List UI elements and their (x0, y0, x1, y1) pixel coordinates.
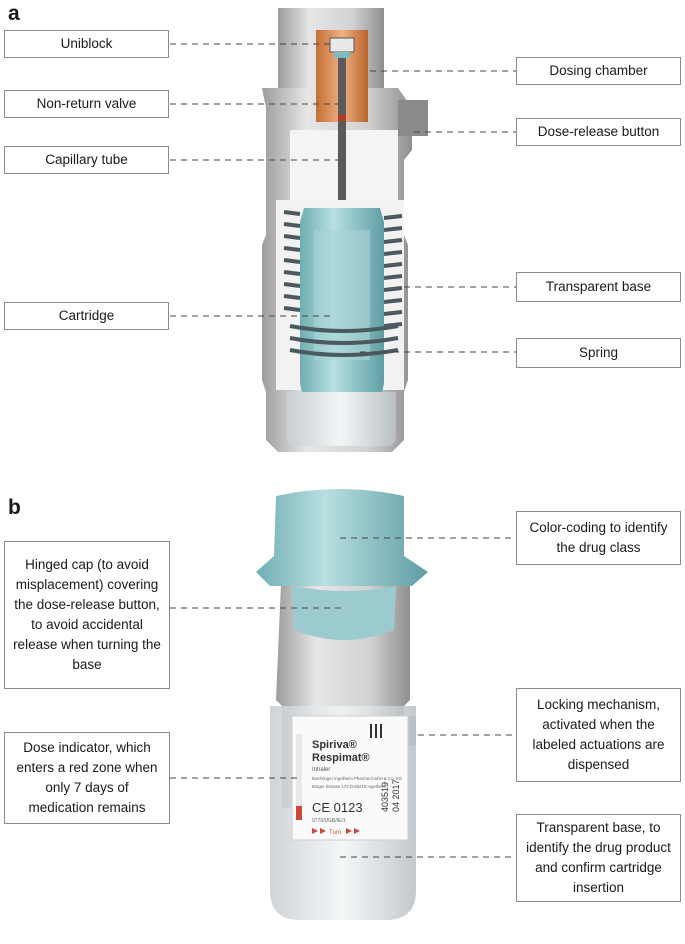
label-color-coding-text: Color-coding to identify the drug class (529, 520, 668, 555)
inhaler-cross-section (262, 8, 428, 452)
label-dosing-chamber: Dosing chamber (516, 57, 681, 85)
cap-lobe (292, 586, 396, 640)
uniblock-nozzle (334, 52, 350, 58)
turn-arrows (312, 828, 360, 834)
device-company: Boehringer Ingelheim Pharma GmbH & Co. K… (312, 776, 403, 781)
dose-release-button-shape (398, 100, 428, 136)
label-transparent-base-b-text: Transparent base, to identify the drug p… (526, 820, 671, 895)
label-transparent-base-b: Transparent base, to identify the drug p… (516, 814, 681, 902)
transparent-base-shape (286, 392, 396, 446)
label-cartridge-text: Cartridge (58, 308, 115, 323)
label-dose-release-button-text: Dose-release button (537, 124, 660, 139)
uniblock-shape (329, 37, 355, 53)
device-type: Inhaler (312, 767, 330, 773)
label-color-coding: Color-coding to identify the drug class (516, 511, 681, 565)
label-uniblock: Uniblock (4, 30, 169, 58)
panel-b-letter: b (8, 496, 21, 519)
label-dose-indicator-text: Dose indicator, which enters a red zone … (16, 740, 158, 815)
label-locking-mechanism-text: Locking mechanism, activated when the la… (532, 697, 665, 772)
label-dose-release-button: Dose-release button (516, 118, 681, 146)
product-label (291, 715, 409, 841)
label-spring: Spring (516, 338, 681, 368)
capillary-tube-shape (338, 58, 346, 320)
label-dosing-chamber-text: Dosing chamber (549, 63, 648, 78)
spring-coils-right (383, 214, 403, 328)
label-hinged-cap: Hinged cap (to avoid misplacement) cover… (4, 541, 170, 689)
device-ce-mark: CE 0123 (312, 800, 363, 815)
barcode-marks (370, 724, 382, 738)
label-non-return-valve: Non-return valve (4, 90, 169, 118)
device-lot: 403519 (380, 782, 390, 812)
label-cartridge: Cartridge (4, 302, 169, 330)
label-locking-mechanism: Locking mechanism, activated when the la… (516, 688, 681, 782)
label-non-return-valve-text: Non-return valve (36, 96, 137, 111)
label-transparent-base-a-text: Transparent base (545, 279, 652, 294)
device-code: 9776/UGB/IE/1 (312, 818, 346, 824)
device-date: 04 2017 (391, 779, 401, 812)
label-hinged-cap-text: Hinged cap (to avoid misplacement) cover… (13, 557, 161, 672)
dose-indicator-red-zone (296, 806, 302, 820)
label-dose-indicator: Dose indicator, which enters a red zone … (4, 732, 170, 824)
dose-indicator-strip (296, 734, 302, 820)
panel-a-letter: a (8, 2, 20, 25)
label-spring-text: Spring (578, 345, 619, 360)
cartridge-inner (314, 230, 370, 360)
label-capillary-tube-text: Capillary tube (45, 152, 128, 167)
device-turn: Turn (329, 830, 341, 836)
label-transparent-base-a: Transparent base (516, 272, 681, 302)
spring-coils-left (283, 210, 301, 312)
label-capillary-tube: Capillary tube (4, 146, 169, 174)
leader-lines-a (170, 43, 516, 353)
label-uniblock-text: Uniblock (60, 36, 113, 51)
inhaler-exterior (256, 489, 428, 920)
device-brand2: Respimat® (312, 752, 370, 764)
device-address: Binger Strasse 173 D-55216 Ingelheim (312, 784, 386, 789)
non-return-valve-shape (338, 114, 346, 122)
device-brand1: Spiriva® (312, 739, 357, 751)
leader-lines-b (170, 537, 516, 858)
